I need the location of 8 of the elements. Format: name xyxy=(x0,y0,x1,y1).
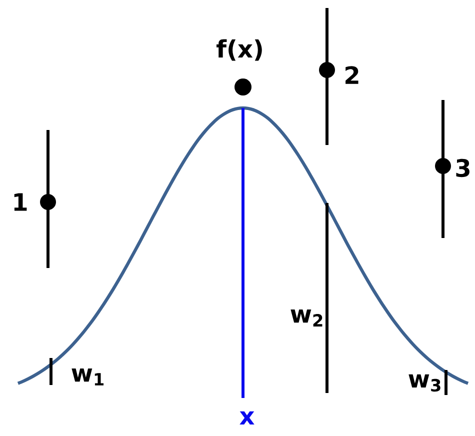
weight-label: w$_{3}$ xyxy=(408,374,440,392)
axis-label: x xyxy=(240,411,254,425)
weight-label: w$_{1}$ xyxy=(72,368,104,386)
point-number: 3 xyxy=(456,158,470,178)
function-label: f(x) xyxy=(216,39,262,61)
point-number: 2 xyxy=(346,66,358,84)
point-number: 1 xyxy=(14,193,27,211)
weight-label: w$_{2}$ xyxy=(290,309,322,326)
